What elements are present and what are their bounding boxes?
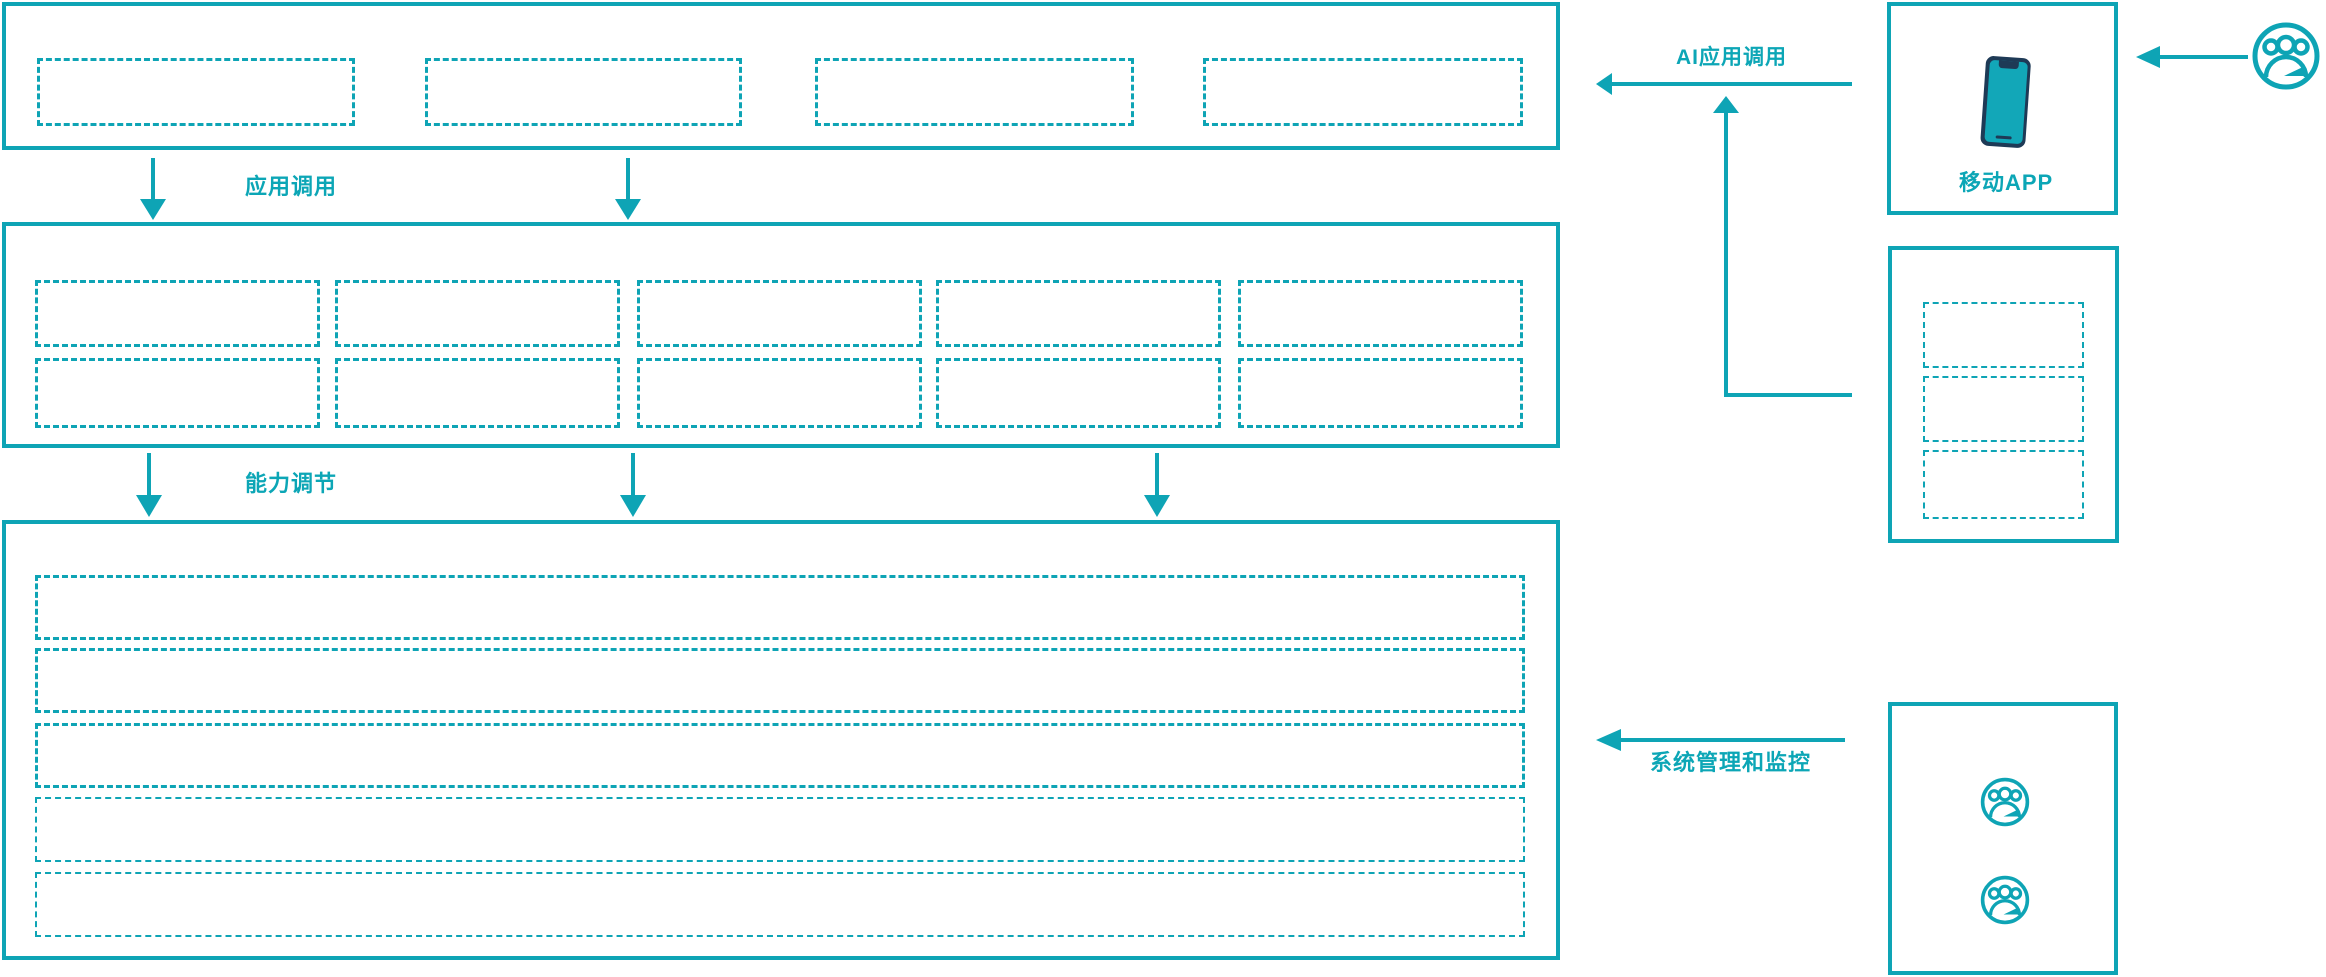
top-band-placeholder-box — [1203, 58, 1523, 126]
arrow-system-mgmt — [1596, 729, 1845, 751]
middle-band-placeholder-box — [637, 280, 922, 347]
arrow-ai-app-call — [1596, 73, 1852, 95]
arrow-app-call-2 — [615, 158, 641, 220]
arrow-capability-3 — [1144, 453, 1170, 517]
right-panel-placeholder-box — [1923, 302, 2084, 368]
bottom-band-placeholder-row — [35, 648, 1525, 713]
system-mgmt-label: 系统管理和监控 — [1650, 750, 1812, 775]
middle-band-placeholder-box — [335, 358, 620, 428]
middle-band-placeholder-box — [35, 280, 320, 347]
users-group-icon — [2250, 20, 2322, 92]
middle-band-placeholder-box — [1238, 280, 1523, 347]
bottom-band-placeholder-row — [35, 872, 1525, 937]
bottom-band-placeholder-row — [35, 797, 1525, 862]
right-panel-placeholder-box — [1923, 376, 2084, 442]
users-group-icon — [1979, 874, 2031, 926]
middle-band-placeholder-box — [637, 358, 922, 428]
top-band-placeholder-box — [425, 58, 742, 126]
arrow-right-panel-up — [1713, 96, 1852, 397]
users-group-icon — [1979, 776, 2031, 828]
arrow-user-to-app — [2136, 46, 2248, 68]
admin-users-box — [1888, 702, 2118, 975]
middle-band-placeholder-box — [335, 280, 620, 347]
bottom-band-placeholder-row — [35, 575, 1525, 640]
arrow-capability-1 — [136, 453, 162, 517]
app-call-label: 应用调用 — [245, 174, 338, 199]
middle-band-placeholder-box — [35, 358, 320, 428]
top-band-placeholder-box — [37, 58, 355, 126]
bottom-band-placeholder-row — [35, 723, 1525, 788]
middle-band-placeholder-box — [936, 358, 1221, 428]
mobile-app-label: 移动APP — [1959, 170, 2054, 195]
capability-adjust-label: 能力调节 — [245, 471, 338, 496]
mobile-phone-icon — [1978, 55, 2034, 153]
middle-band-placeholder-box — [1238, 358, 1523, 428]
middle-band-placeholder-box — [936, 280, 1221, 347]
right-panel-placeholder-box — [1923, 450, 2084, 519]
ai-app-call-label: AI应用调用 — [1676, 46, 1787, 69]
arrow-capability-2 — [620, 453, 646, 517]
arrow-app-call-1 — [140, 158, 166, 220]
top-band-placeholder-box — [815, 58, 1134, 126]
